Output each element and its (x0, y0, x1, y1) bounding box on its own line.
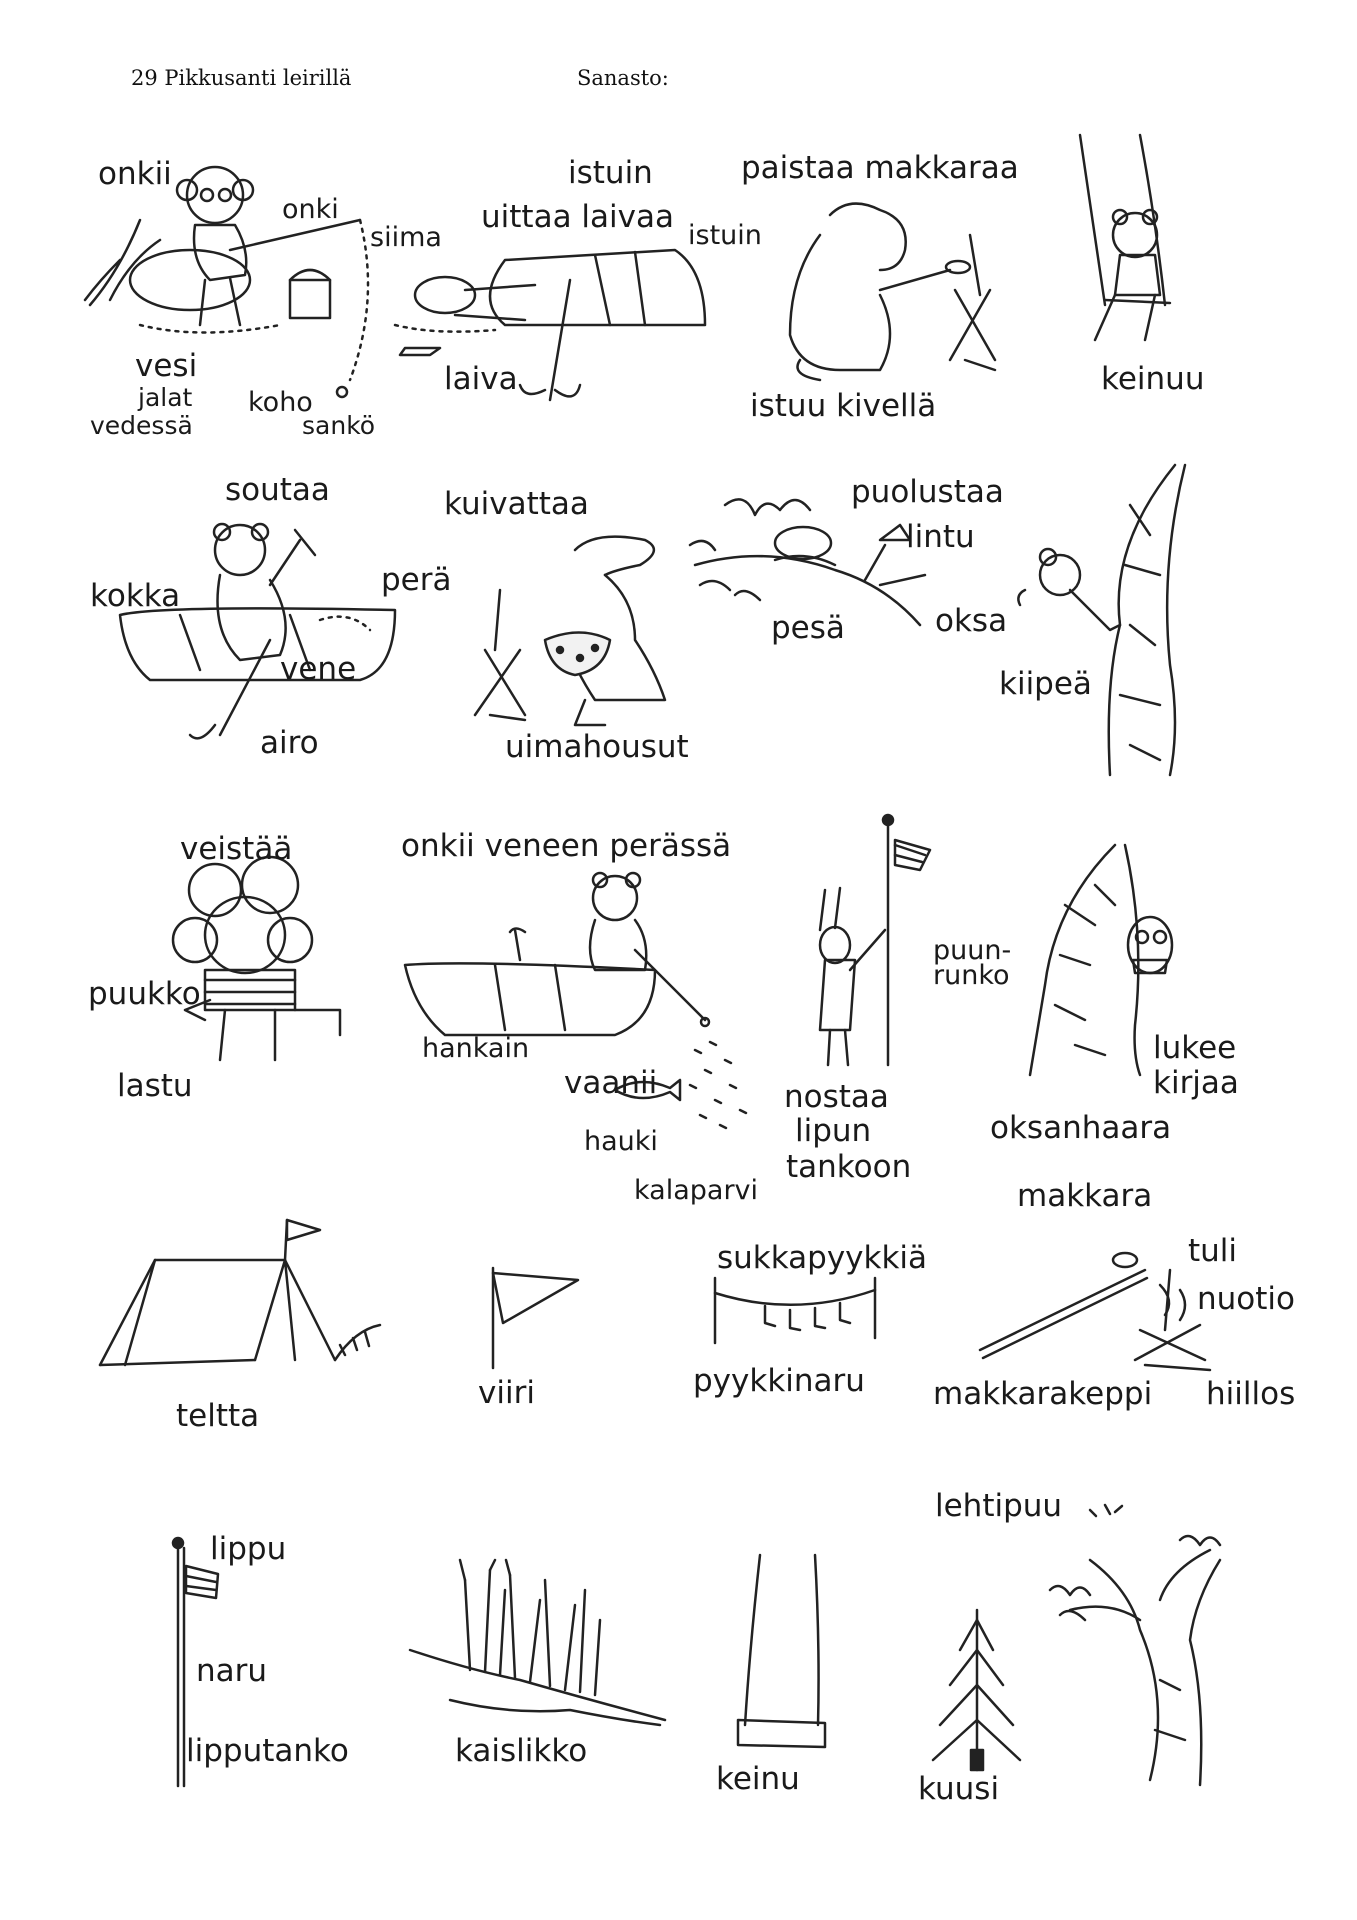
label-vene: vene (280, 651, 357, 687)
pike-and-fish-school-illustration (610, 1030, 760, 1150)
label-airo: airo (260, 725, 319, 761)
label-runko: runko (933, 960, 1010, 991)
label-lintu: lintu (906, 519, 975, 555)
label-lukee: lukee (1153, 1030, 1237, 1066)
mouse-climbing-tree-illustration (1010, 463, 1195, 777)
label-pyykkinaru: pyykkinaru (693, 1363, 865, 1399)
label-lipputanko: lipputanko (186, 1733, 349, 1769)
label-soutaa: soutaa (225, 472, 330, 508)
label-kokka: kokka (90, 578, 181, 614)
label-uimahousut: uimahousut (505, 729, 689, 765)
reed-bed-illustration (408, 1558, 670, 1730)
label-kuusi: kuusi (918, 1771, 1000, 1807)
label-laiva: laiva (444, 361, 518, 397)
label-onki: onki (282, 194, 339, 225)
label-nuotio: nuotio (1197, 1281, 1295, 1317)
label-vesi: vesi (135, 348, 198, 384)
label-oksa: oksa (935, 603, 1008, 639)
crocodile-drying-shorts-illustration (465, 530, 680, 730)
label-hauki: hauki (584, 1126, 658, 1157)
label-puolustaa: puolustaa (851, 474, 1004, 510)
label-kuivattaa: kuivattaa (444, 486, 589, 522)
tent-illustration (95, 1218, 382, 1375)
campfire-sausage-illustration (975, 1240, 1225, 1375)
label-makkara: makkara (1017, 1178, 1153, 1214)
label-puun: puun- (933, 935, 1012, 966)
label-oksanhaara: oksanhaara (990, 1110, 1172, 1146)
label-paistaa-makkaraa: paistaa makkaraa (741, 150, 1019, 186)
hippo-grilling-sausage-illustration (780, 195, 1020, 385)
label-lehtipuu: lehtipuu (935, 1488, 1063, 1524)
label-pera: perä (381, 562, 452, 598)
label-istuu-kivella: istuu kivellä (750, 388, 937, 424)
label-hiillos: hiillos (1206, 1376, 1296, 1412)
label-teltta: teltta (176, 1398, 260, 1434)
vocabulary-heading: Sanasto: (577, 66, 669, 90)
label-keinuu: keinuu (1101, 361, 1205, 397)
owl-reading-in-tree-illustration (1015, 843, 1190, 1077)
label-koho: koho (248, 387, 313, 418)
bear-fishing-from-boat-illustration (403, 870, 725, 1070)
flagpole-illustration (158, 1536, 228, 1788)
label-lippu: lippu (210, 1531, 287, 1567)
rabbit-raising-flag-illustration (780, 810, 940, 1070)
animal-floating-toy-boat-illustration (393, 240, 715, 410)
label-naru: naru (196, 1653, 268, 1689)
label-kirjaa: kirjaa (1153, 1065, 1239, 1101)
label-lipun: lipun (795, 1113, 872, 1149)
bear-swinging-illustration (1065, 133, 1185, 365)
label-kaislikko: kaislikko (455, 1733, 588, 1769)
label-keinu: keinu (716, 1761, 800, 1797)
spruce-tree-illustration (925, 1608, 1025, 1772)
label-viiri: viiri (478, 1375, 535, 1411)
label-jalat: jalat (138, 383, 193, 412)
bear-rowing-boat-illustration (118, 520, 405, 755)
label-pesa: pesä (771, 610, 845, 646)
label-onkii-veneen-perassa: onkii veneen perässä (401, 828, 732, 864)
label-hankain: hankain (422, 1033, 530, 1064)
label-istuin-side: istuin (688, 220, 762, 251)
deciduous-tree-illustration (1030, 1500, 1230, 1790)
swing-illustration (730, 1553, 830, 1750)
label-kalaparvi: kalaparvi (634, 1175, 759, 1206)
label-sanko: sankö (302, 411, 376, 440)
label-kiipea: kiipeä (999, 666, 1092, 702)
label-nostaa: nostaa (784, 1079, 889, 1115)
label-tuli: tuli (1188, 1233, 1238, 1269)
page-title: 29 Pikkusanti leirillä (131, 66, 352, 90)
monkey-fishing-illustration (80, 150, 370, 420)
pennant-flag-illustration (488, 1266, 583, 1373)
label-onkii: onkii (98, 156, 172, 192)
clothesline-socks-illustration (710, 1276, 880, 1345)
label-makkarakeppi: makkarakeppi (933, 1376, 1153, 1412)
label-lastu: lastu (117, 1068, 193, 1104)
label-tankoon: tankoon (786, 1149, 912, 1185)
label-sukkapyykkia: sukkapyykkiä (717, 1240, 928, 1276)
label-vaanii: vaanii (564, 1065, 658, 1101)
label-uittaa-laivaa: uittaa laivaa (481, 199, 674, 235)
label-vedessa: vedessä (90, 411, 193, 440)
label-puukko: puukko (88, 976, 201, 1012)
label-siima: siima (370, 222, 442, 253)
label-veistaa: veistää (180, 831, 293, 867)
bird-defending-nest-illustration (685, 485, 930, 630)
label-istuin-top: istuin (568, 155, 653, 191)
poodle-carving-wood-illustration (165, 855, 365, 1070)
